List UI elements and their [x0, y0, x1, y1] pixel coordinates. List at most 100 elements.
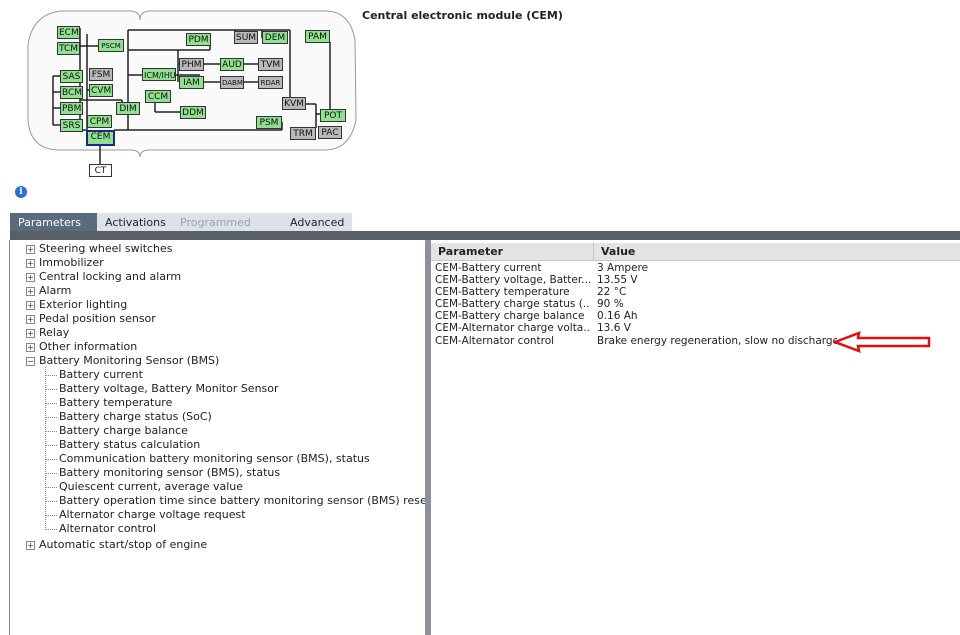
module-pam[interactable]: PAM: [305, 30, 330, 43]
tree-child-label: Alternator charge voltage request: [59, 508, 246, 521]
page-title: Central electronic module (CEM): [362, 9, 563, 22]
table-cell-value[interactable]: 13.6 V: [597, 322, 631, 334]
module-icm-ihu[interactable]: ICM/IHU: [142, 68, 176, 81]
plus-box-icon[interactable]: +: [26, 300, 35, 310]
table-cell-value[interactable]: Brake energy regeneration, slow no disch…: [597, 335, 837, 347]
tree-child[interactable]: Battery monitoring sensor (BMS), status: [46, 466, 280, 480]
plus-box-icon[interactable]: +: [26, 342, 35, 352]
module-iam[interactable]: IAM: [179, 76, 204, 89]
module-pbm[interactable]: PBM: [60, 102, 83, 115]
module-pac[interactable]: PAC: [318, 126, 342, 139]
tree-child-label: Battery current: [59, 368, 143, 381]
table-cell-value[interactable]: 3 Ampere: [597, 262, 649, 274]
tree-child[interactable]: Battery charge balance: [46, 424, 188, 438]
module-dim[interactable]: DIM: [116, 102, 140, 115]
tree-item[interactable]: + Relay: [26, 326, 69, 340]
table-cell-parameter[interactable]: CEM-Alternator charge volta...: [435, 322, 590, 334]
tree-item-label: Other information: [39, 340, 138, 353]
module-aud[interactable]: AUD: [220, 58, 244, 71]
column-header-value[interactable]: Value: [593, 243, 960, 260]
module-pot[interactable]: POT: [320, 109, 346, 122]
module-rdar[interactable]: RDAR: [258, 76, 283, 89]
module-sum[interactable]: SUM: [234, 31, 258, 44]
tree-item[interactable]: +Exterior lighting: [26, 298, 127, 312]
panel-splitter[interactable]: [425, 240, 431, 635]
tree-child[interactable]: Communication battery monitoring sensor …: [46, 452, 370, 466]
tree-child[interactable]: Battery voltage, Battery Monitor Sensor: [46, 382, 279, 396]
module-fsm[interactable]: FSM: [89, 68, 113, 81]
module-kvm[interactable]: KVM: [282, 97, 306, 110]
tree-item-expanded[interactable]: −Battery Monitoring Sensor (BMS): [26, 354, 219, 368]
module-pscm[interactable]: PSCM: [98, 39, 124, 52]
module-pdm[interactable]: PDM: [186, 33, 211, 46]
minus-box-icon[interactable]: −: [26, 356, 35, 366]
module-dabm[interactable]: DABM: [220, 76, 244, 89]
plus-box-icon[interactable]: +: [26, 272, 35, 282]
module-trm[interactable]: TRM: [290, 127, 316, 140]
module-sas[interactable]: SAS: [60, 70, 83, 83]
module-tvm[interactable]: TVM: [258, 58, 283, 71]
table-cell-value[interactable]: 0.16 Ah: [597, 310, 638, 322]
parameter-tree[interactable]: +Steering wheel switches +Immobilizer +C…: [9, 240, 431, 635]
plus-box-icon[interactable]: +: [26, 314, 35, 324]
tree-item-label: Steering wheel switches: [39, 242, 173, 255]
info-icon[interactable]: i: [15, 186, 27, 198]
plus-box-icon[interactable]: +: [26, 328, 35, 338]
module-psm[interactable]: PSM: [256, 116, 282, 129]
table-cell-parameter[interactable]: CEM-Battery charge balance: [435, 310, 585, 322]
tree-item[interactable]: + Steering wheel switches: [26, 242, 173, 256]
table-cell-parameter[interactable]: CEM-Battery temperature: [435, 286, 570, 298]
module-phm[interactable]: PHM: [179, 58, 204, 71]
network-diagram: ECM TCM PSCM SAS FSM BCM CVM PBM SRS CPM…: [0, 0, 360, 180]
tab-activations[interactable]: Activations: [97, 213, 172, 232]
tab-parameters[interactable]: Parameters: [10, 213, 97, 232]
module-bcm[interactable]: BCM: [60, 86, 83, 99]
tree-child[interactable]: Alternator control: [46, 522, 156, 536]
tree-child[interactable]: Battery status calculation: [46, 438, 200, 452]
module-ecm[interactable]: ECM: [57, 26, 80, 39]
tree-child-label: Alternator control: [59, 522, 156, 535]
tree-child[interactable]: Battery temperature: [46, 396, 172, 410]
table-cell-parameter[interactable]: CEM-Battery current: [435, 262, 542, 274]
tree-item-label: Relay: [39, 326, 70, 339]
module-ddm[interactable]: DDM: [180, 106, 206, 119]
tree-child[interactable]: Alternator charge voltage request: [46, 508, 246, 522]
column-header-parameter[interactable]: Parameter: [438, 245, 504, 258]
tree-child[interactable]: Quiescent current, average value: [46, 480, 243, 494]
table-cell-value[interactable]: 90 %: [597, 298, 624, 310]
tree-item-label: Battery Monitoring Sensor (BMS): [39, 354, 220, 367]
tree-item[interactable]: +Central locking and alarm: [26, 270, 181, 284]
tree-child[interactable]: Battery operation time since battery mon…: [46, 494, 431, 508]
tree-child[interactable]: Battery current: [46, 368, 143, 382]
plus-box-icon[interactable]: +: [26, 540, 35, 550]
module-dem[interactable]: DEM: [262, 31, 288, 44]
tree-item[interactable]: + Pedal position sensor: [26, 312, 156, 326]
table-cell-parameter[interactable]: CEM-Battery charge status (...: [435, 298, 590, 310]
table-cell-value[interactable]: 13.55 V: [597, 274, 638, 286]
table-cell-parameter[interactable]: CEM-Battery voltage, Batter...: [435, 274, 590, 286]
module-srs[interactable]: SRS: [60, 119, 83, 132]
tree-item-label: Pedal position sensor: [39, 312, 156, 325]
tab-programmed-values[interactable]: Programmed values: [172, 213, 282, 248]
module-cem[interactable]: CEM: [86, 130, 115, 146]
module-ccm[interactable]: CCM: [145, 90, 171, 103]
module-cvm[interactable]: CVM: [89, 84, 113, 97]
module-ct[interactable]: CT: [89, 164, 112, 177]
module-cpm[interactable]: CPM: [87, 115, 112, 128]
tree-item[interactable]: +Alarm: [26, 284, 71, 298]
plus-box-icon[interactable]: +: [26, 258, 35, 268]
tree-item-label: Immobilizer: [39, 256, 104, 269]
tree-item[interactable]: + Other information: [26, 340, 137, 354]
plus-box-icon[interactable]: +: [26, 286, 35, 296]
tree-item[interactable]: + Immobilizer: [26, 256, 104, 270]
plus-box-icon[interactable]: +: [26, 244, 35, 254]
table-cell-parameter[interactable]: CEM-Alternator control: [435, 335, 555, 347]
tree-child[interactable]: Battery charge status (SoC): [46, 410, 212, 424]
parameter-table: Parameter Value CEM-Battery current 3 Am…: [431, 240, 960, 635]
tab-advanced[interactable]: Advanced: [282, 213, 352, 232]
tree-item[interactable]: +Automatic start/stop of engine: [26, 538, 207, 552]
tree-child-label: Communication battery monitoring sensor …: [59, 452, 370, 465]
table-cell-value[interactable]: 22 °C: [597, 286, 627, 298]
table-header: Parameter Value: [431, 243, 960, 261]
module-tcm[interactable]: TCM: [57, 42, 80, 55]
